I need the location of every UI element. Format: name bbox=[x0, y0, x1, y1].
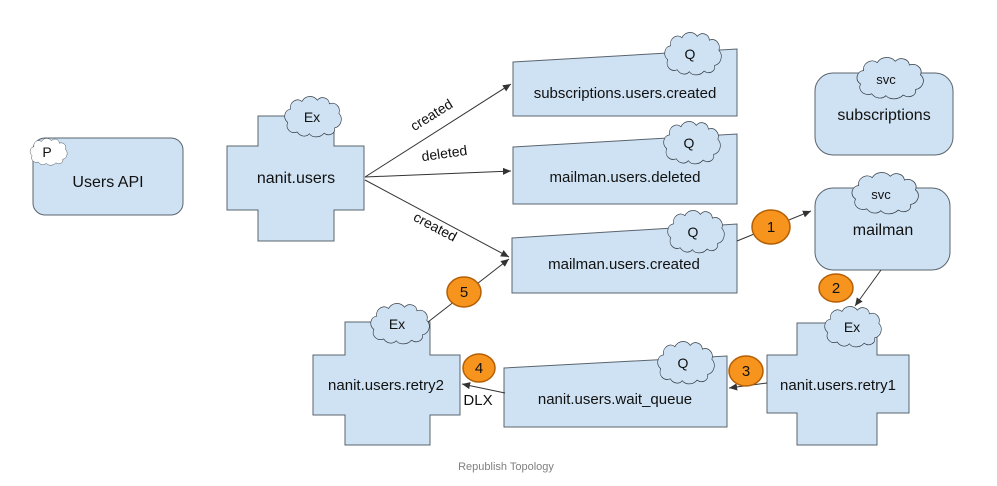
queue-label: mailman.users.deleted bbox=[550, 169, 701, 186]
edge-created-to-subscriptions-queue bbox=[364, 83, 512, 178]
step-number: 2 bbox=[832, 280, 840, 297]
edge-label-created-bottom: created bbox=[411, 209, 460, 245]
exchange-label: nanit.users.retry2 bbox=[328, 377, 444, 394]
exchange-label: nanit.users.retry1 bbox=[780, 377, 896, 394]
queue-label: nanit.users.wait_queue bbox=[538, 391, 692, 408]
step-number: 5 bbox=[460, 284, 468, 301]
queue-badge-label: Q bbox=[688, 224, 699, 240]
service-label: subscriptions bbox=[837, 107, 930, 124]
step-circle-5 bbox=[446, 276, 482, 308]
service-label: mailman bbox=[853, 222, 913, 239]
queue-badge-label: Q bbox=[678, 355, 689, 371]
edge-mailman-to-retry1 bbox=[854, 269, 882, 307]
queue-badge-label: Q bbox=[685, 46, 696, 62]
step-circle-1 bbox=[751, 209, 791, 245]
service-badge-label: svc bbox=[871, 187, 891, 202]
exchange-badge-label: Ex bbox=[844, 319, 860, 335]
edge-deleted-to-mailman-deleted-queue bbox=[364, 167, 512, 178]
step-number: 1 bbox=[767, 219, 775, 236]
exchange-cross bbox=[226, 115, 365, 242]
exchange-nanit-users bbox=[226, 115, 365, 242]
queue-badge-label: Q bbox=[684, 135, 695, 151]
exchange-nanit-users-retry2 bbox=[312, 321, 461, 446]
exchange-nanit-users-retry1 bbox=[766, 322, 910, 446]
edge-wait-queue-dlx-to-retry2 bbox=[461, 382, 506, 394]
exchange-badge-label: Ex bbox=[304, 109, 320, 125]
edge-label-dlx: DLX bbox=[463, 392, 492, 409]
edge-created-to-mailman-created-queue bbox=[364, 179, 510, 258]
step-circle-2 bbox=[818, 273, 854, 303]
step-circle-4 bbox=[462, 353, 496, 383]
diagram-caption: Republish Topology bbox=[458, 461, 554, 473]
edge-label-deleted: deleted bbox=[420, 142, 468, 164]
producer-badge-label: P bbox=[42, 144, 51, 160]
queue-label: mailman.users.created bbox=[548, 256, 700, 273]
edge-label-created-top: created bbox=[407, 96, 455, 134]
exchange-badge-label: Ex bbox=[389, 316, 405, 332]
step-number: 4 bbox=[475, 360, 483, 377]
producer-label: Users API bbox=[72, 174, 143, 191]
exchange-label: nanit.users bbox=[257, 170, 335, 187]
service-badge-label: svc bbox=[876, 72, 896, 87]
producer-box bbox=[32, 137, 184, 216]
step-number: 3 bbox=[742, 363, 750, 380]
queue-label: subscriptions.users.created bbox=[534, 85, 717, 102]
producer-users-api bbox=[32, 137, 184, 216]
step-circle-3 bbox=[728, 355, 764, 387]
